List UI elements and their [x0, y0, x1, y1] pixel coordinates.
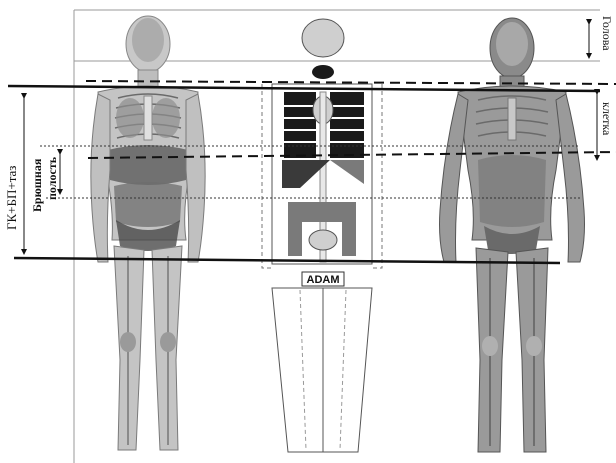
left-group-label: ГК+БП+таз [4, 166, 20, 230]
phantom-label: ADAM [307, 274, 340, 286]
head-label: Голова [599, 16, 614, 51]
adam-phantom-schematic [262, 19, 382, 452]
chest-label: клетка [599, 102, 614, 135]
abdomen-label-line1: Брюшная [30, 159, 45, 212]
abdomen-label-line2: полость [45, 157, 60, 200]
